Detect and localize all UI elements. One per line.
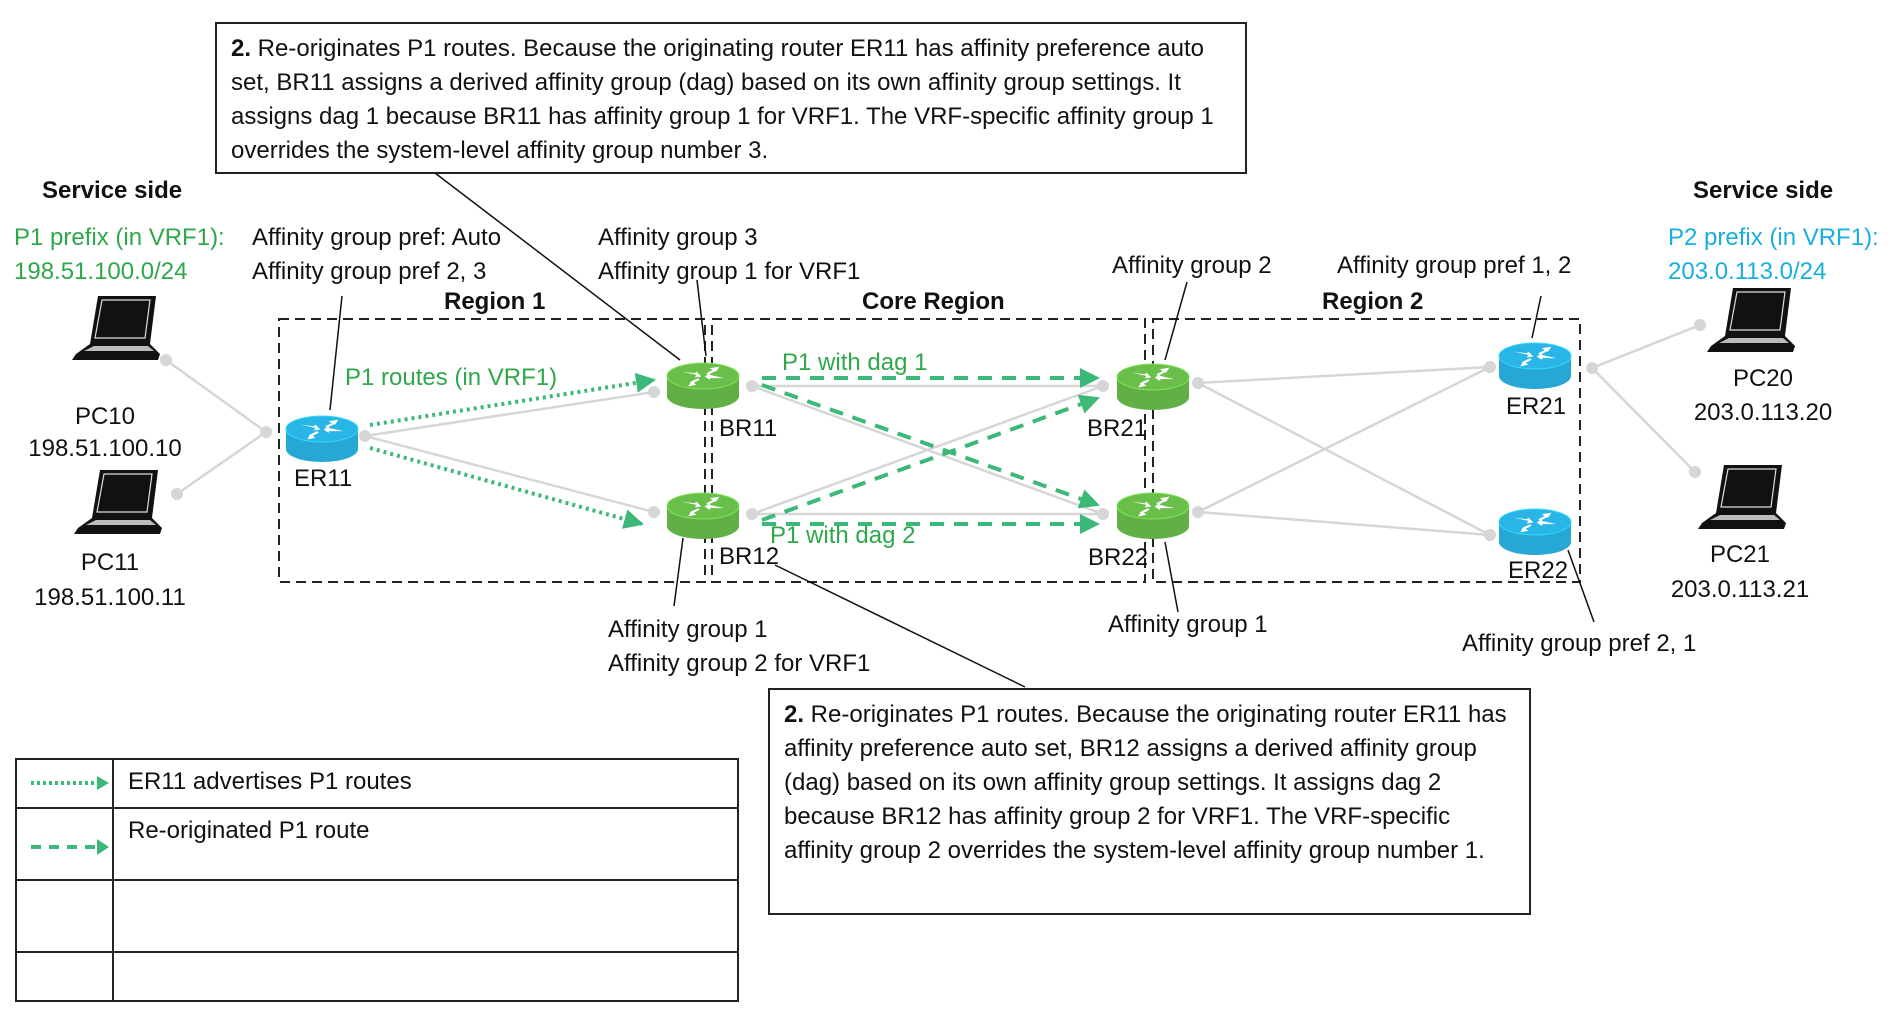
pc20-laptop-icon <box>1707 288 1795 352</box>
pc10-name: PC10 <box>75 403 135 430</box>
router-er22-icon <box>1498 508 1572 555</box>
br11-note-1: Affinity group 3 <box>598 224 758 251</box>
br11-callout-number: 2. <box>231 35 252 62</box>
er22-name: ER22 <box>1508 557 1568 584</box>
pc10-ip: 198.51.100.10 <box>28 435 181 462</box>
er11-note-1: Affinity group pref: Auto <box>252 224 501 251</box>
region-2-box <box>1152 318 1581 583</box>
region-1-label: Region 1 <box>444 288 545 315</box>
pc21-name: PC21 <box>1710 541 1770 568</box>
legend-row <box>15 951 739 1002</box>
dag2-arrow-br21 <box>761 394 1100 522</box>
router-br21-icon <box>1116 363 1190 410</box>
dag2-label: P1 with dag 2 <box>770 522 915 549</box>
br22-name: BR22 <box>1088 544 1148 571</box>
pc11-laptop-icon <box>74 470 162 534</box>
dotted-arrow-icon <box>15 758 114 809</box>
legend-label: ER11 advertises P1 routes <box>112 758 739 809</box>
br11-name: BR11 <box>719 415 777 442</box>
br12-note-2: Affinity group 2 for VRF1 <box>608 650 870 677</box>
dag1-arrow-br22 <box>761 383 1100 509</box>
router-br12-icon <box>666 492 740 539</box>
right-service-side-heading: Service side <box>1693 177 1833 204</box>
pc20-name: PC20 <box>1733 365 1793 392</box>
er21-name: ER21 <box>1506 393 1566 420</box>
p2-prefix-value: 203.0.113.0/24 <box>1668 258 1826 285</box>
p2-prefix-label: P2 prefix (in VRF1): <box>1668 224 1879 251</box>
br11-callout-text: Re-originates P1 routes. Because the ori… <box>231 35 1214 164</box>
br21-note: Affinity group 2 <box>1112 252 1272 279</box>
er11-name: ER11 <box>294 465 352 492</box>
region-boxes <box>278 318 1581 583</box>
left-service-side-heading: Service side <box>42 177 182 204</box>
p1-routes-label: P1 routes (in VRF1) <box>345 364 557 391</box>
br12-callout: 2. Re-originates P1 routes. Because the … <box>768 688 1531 915</box>
region-1-box <box>278 318 706 583</box>
pc10-laptop-icon <box>72 296 160 360</box>
er11-note-2: Affinity group pref 2, 3 <box>252 258 486 285</box>
pc21-ip: 203.0.113.21 <box>1671 576 1809 603</box>
pc11-ip: 198.51.100.11 <box>34 584 186 611</box>
physical-links <box>165 323 1701 537</box>
p1-prefix-label: P1 prefix (in VRF1): <box>14 224 225 251</box>
core-region-label: Core Region <box>862 288 1005 315</box>
route-arrows <box>369 368 1100 534</box>
er21-note: Affinity group pref 1, 2 <box>1337 252 1571 279</box>
br12-name: BR12 <box>719 543 779 570</box>
dashed-arrow-icon <box>15 807 114 881</box>
br22-note: Affinity group 1 <box>1108 611 1268 638</box>
br12-callout-text: Re-originates P1 routes. Because the ori… <box>784 701 1507 864</box>
legend-label <box>112 879 739 953</box>
br12-note-1: Affinity group 1 <box>608 616 768 643</box>
leader-lines <box>329 172 1595 688</box>
pc21-laptop-icon <box>1698 465 1786 529</box>
p1-advertise-arrow-br12 <box>369 446 644 529</box>
pc20-ip: 203.0.113.20 <box>1694 399 1832 426</box>
er22-note: Affinity group pref 2, 1 <box>1462 630 1696 657</box>
router-br22-icon <box>1116 492 1190 539</box>
legend-symbol-empty <box>15 951 114 1002</box>
br11-note-2: Affinity group 1 for VRF1 <box>598 258 860 285</box>
legend-table: ER11 advertises P1 routes Re-originated … <box>15 758 739 1002</box>
link-endpoints <box>160 319 1706 541</box>
pc11-name: PC11 <box>81 549 139 576</box>
legend-label <box>112 951 739 1002</box>
p1-prefix-value: 198.51.100.0/24 <box>14 258 188 285</box>
routers <box>285 342 1572 555</box>
p1-advertise-arrow-br11 <box>369 372 656 427</box>
router-er11-icon <box>285 415 359 462</box>
core-region-box <box>711 318 1146 583</box>
region-2-label: Region 2 <box>1322 288 1423 315</box>
br12-callout-number: 2. <box>784 701 805 728</box>
legend-symbol-empty <box>15 879 114 953</box>
br21-name: BR21 <box>1087 415 1147 442</box>
legend-row <box>15 879 739 953</box>
router-br11-icon <box>666 362 740 409</box>
legend-label: Re-originated P1 route <box>112 807 739 881</box>
br11-callout: 2. Re-originates P1 routes. Because the … <box>215 22 1247 174</box>
dag1-label: P1 with dag 1 <box>782 349 927 376</box>
laptops <box>72 288 1795 534</box>
legend-row: Re-originated P1 route <box>15 807 739 881</box>
router-er21-icon <box>1498 342 1572 389</box>
legend-row: ER11 advertises P1 routes <box>15 758 739 809</box>
